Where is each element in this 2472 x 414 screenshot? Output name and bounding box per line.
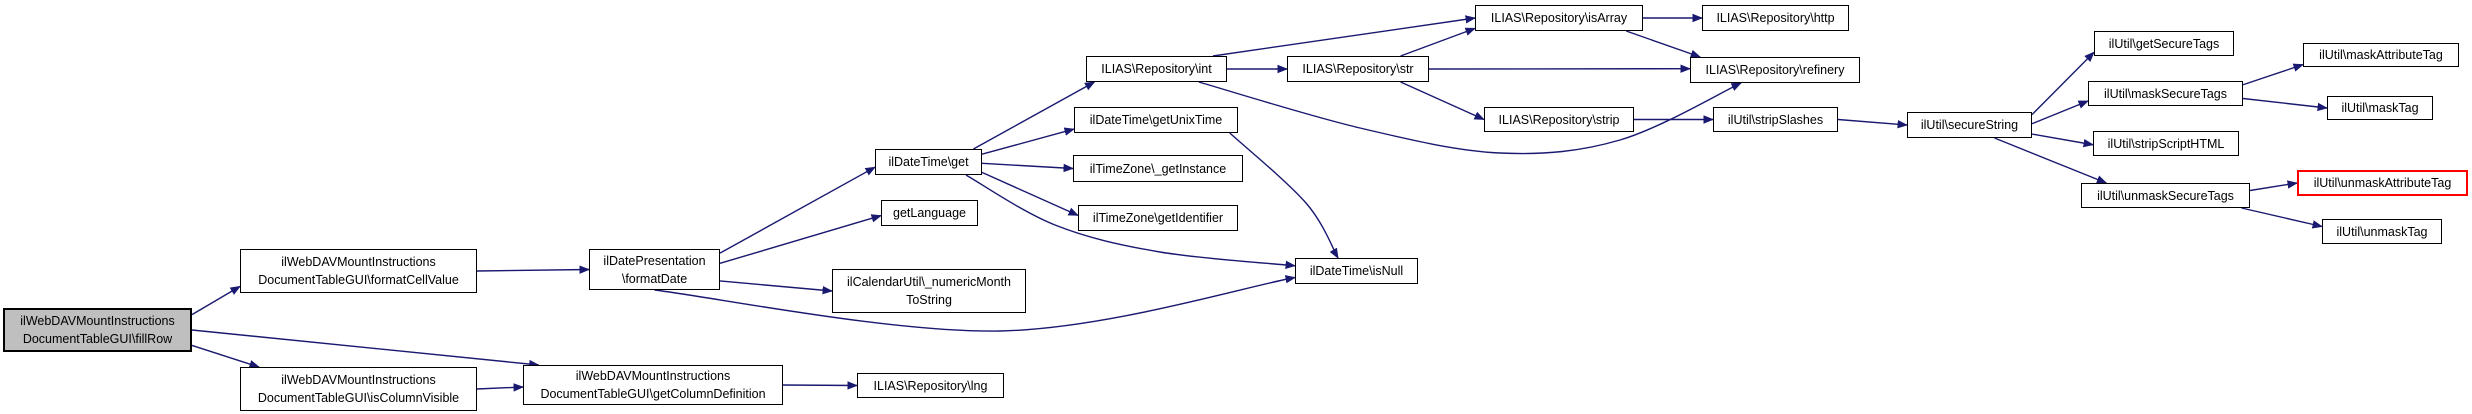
node-label-line: ilWebDAVMountInstructions	[575, 369, 731, 383]
node-label-line: ILIAS\Repository\lng	[873, 378, 988, 393]
node-maskSecureTags[interactable]: ilUtil\maskSecureTags	[2088, 81, 2243, 106]
node-formatDate[interactable]: ilDatePresentation \formatDate	[589, 249, 720, 290]
edge-int-refinery	[1198, 81, 1742, 155]
node-label-line: ilUtil\getSecureTags	[2108, 36, 2220, 51]
edges-group	[191, 13, 2328, 392]
node-secureString[interactable]: ilUtil\secureString	[1907, 112, 2032, 138]
node-stripSlashes[interactable]: ilUtil\stripSlashes	[1713, 107, 1838, 132]
edge-get-int	[973, 81, 1096, 150]
node-label-line: ilUtil\unmaskAttributeTag	[2313, 176, 2452, 190]
node-int[interactable]: ILIAS\Repository\int	[1086, 56, 1227, 82]
node-label-line: ilDateTime\isNull	[1309, 264, 1404, 278]
edge-formatDate-isNull	[654, 275, 1296, 332]
node-label-line: ilWebDAVMountInstructions	[20, 314, 175, 328]
edge-getColumnDefinition-lng	[782, 381, 858, 390]
node-label-line: ILIAS\Repository\int	[1101, 62, 1212, 76]
node-label-line: ILIAS\Repository\isArray	[1490, 11, 1628, 25]
edge-secureString-stripScriptHTML	[2031, 133, 2094, 148]
node-label-line: ILIAS\Repository\strip	[1498, 112, 1620, 127]
node-label-line: DocumentTableGUI\isColumnVisible	[257, 391, 460, 405]
edge-formatDate-getLanguage	[719, 214, 882, 265]
node-label-line: DocumentTableGUI\fillRow	[22, 332, 173, 346]
edge-get-getUnixTime	[981, 127, 1075, 155]
edge-formatDate-get	[719, 166, 876, 254]
node-label-line: ilDateTime\get	[888, 155, 969, 169]
edge-getUnixTime-isNull	[1229, 132, 1339, 259]
node-http[interactable]: ILIAS\Repository\http	[1702, 5, 1849, 31]
node-label-line: ToString	[906, 293, 952, 307]
node-str[interactable]: ILIAS\Repository\str	[1287, 56, 1429, 82]
node-label-line: ILIAS\Repository\http	[1716, 11, 1835, 25]
edge-formatDate-numericMonthToString	[719, 280, 833, 295]
edge-isArray-refinery	[1625, 30, 1702, 58]
edge-secureString-getSecureTags	[2031, 51, 2095, 116]
edge-fillRow-getColumnDefinition	[191, 329, 540, 369]
node-label-line: ilUtil\stripScriptHTML	[2107, 136, 2225, 151]
edge-secureString-unmaskSecureTags	[1994, 137, 2108, 184]
node-label-line: ilUtil\stripSlashes	[1727, 112, 1824, 127]
edge-fillRow-formatCellValue	[191, 285, 241, 316]
node-label-line: ilTimeZone\getIdentifier	[1092, 211, 1224, 225]
node-label-line: DocumentTableGUI\getColumnDefinition	[540, 387, 766, 401]
node-label-line: ilWebDAVMountInstructions	[281, 373, 436, 387]
node-label-line: ilUtil\maskSecureTags	[2104, 86, 2227, 101]
node-label-line: ilUtil\unmaskTag	[2336, 224, 2428, 239]
node-getInstance[interactable]: ilTimeZone\_getInstance	[1073, 155, 1243, 182]
edge-str-strip	[1400, 81, 1485, 121]
edge-unmaskSecureTags-unmaskTag	[2241, 207, 2323, 229]
node-label-line: ilDatePresentation	[603, 253, 706, 268]
node-unmaskTag[interactable]: ilUtil\unmaskTag	[2322, 219, 2442, 244]
node-label-line: ilUtil\maskAttributeTag	[2319, 48, 2443, 62]
edge-str-isArray	[1400, 27, 1476, 57]
node-strip[interactable]: ILIAS\Repository\strip	[1484, 107, 1634, 132]
node-stripScriptHTML[interactable]: ilUtil\stripScriptHTML	[2093, 131, 2239, 156]
node-label-line: ilDateTime\getUnixTime	[1089, 113, 1223, 127]
node-label-line: ilCalendarUtil\_numericMonth	[847, 275, 1011, 289]
edge-formatCellValue-formatDate	[476, 265, 590, 274]
node-lng[interactable]: ILIAS\Repository\lng	[857, 373, 1004, 398]
edge-fillRow-isColumnVisible	[191, 344, 260, 369]
node-label-line: ilUtil\unmaskSecureTags	[2097, 188, 2234, 203]
node-isNull[interactable]: ilDateTime\isNull	[1295, 258, 1418, 284]
node-label-line: ilUtil\maskTag	[2341, 101, 2419, 115]
node-label-line: \formatDate	[621, 271, 688, 286]
edge-isColumnVisible-getColumnDefinition	[476, 383, 524, 392]
edge-int-isArray	[1212, 15, 1476, 57]
node-maskTag[interactable]: ilUtil\maskTag	[2327, 96, 2433, 120]
edge-stripSlashes-secureString	[1837, 118, 1908, 129]
node-getIdentifier[interactable]: ilTimeZone\getIdentifier	[1078, 205, 1238, 231]
edge-get-getInstance	[981, 162, 1074, 173]
node-label-line: DocumentTableGUI\formatCellValue	[258, 273, 459, 287]
node-label-line: ilWebDAVMountInstructions	[281, 255, 436, 269]
node-getUnixTime[interactable]: ilDateTime\getUnixTime	[1074, 107, 1238, 133]
node-isArray[interactable]: ILIAS\Repository\isArray	[1475, 5, 1643, 31]
edge-get-isNull	[965, 174, 1296, 270]
node-unmaskSecureTags[interactable]: ilUtil\unmaskSecureTags	[2081, 183, 2250, 208]
node-refinery[interactable]: ILIAS\Repository\refinery	[1690, 57, 1860, 83]
node-maskAttributeTag[interactable]: ilUtil\maskAttributeTag	[2303, 43, 2459, 67]
node-label-line: ilTimeZone\_getInstance	[1089, 161, 1227, 176]
edge-get-getIdentifier	[981, 171, 1079, 217]
edge-maskSecureTags-maskAttributeTag	[2242, 63, 2304, 86]
edge-unmaskSecureTags-unmaskAttributeTag	[2249, 180, 2298, 192]
node-label-line: getLanguage	[893, 206, 966, 220]
node-label-line: ILIAS\Repository\refinery	[1705, 63, 1845, 77]
node-get[interactable]: ilDateTime\get	[875, 149, 982, 175]
node-getSecureTags[interactable]: ilUtil\getSecureTags	[2094, 31, 2234, 56]
node-label-line: ILIAS\Repository\str	[1302, 62, 1414, 76]
node-unmaskAttributeTag[interactable]: ilUtil\unmaskAttributeTag	[2297, 170, 2468, 196]
node-getLanguage[interactable]: getLanguage	[881, 200, 978, 226]
edge-secureString-maskSecureTags	[2031, 100, 2089, 125]
node-label-line: ilUtil\secureString	[1920, 118, 2019, 132]
edge-maskSecureTags-maskTag	[2242, 97, 2328, 112]
